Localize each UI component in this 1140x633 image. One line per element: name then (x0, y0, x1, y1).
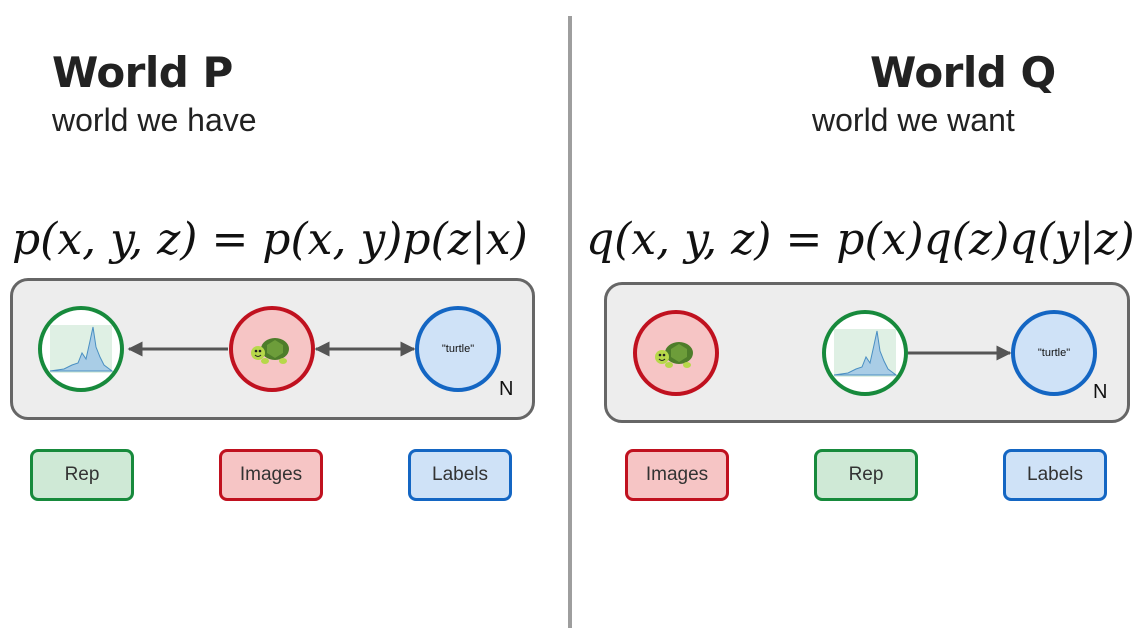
right-legend-labels: Labels (1003, 449, 1107, 501)
turtle-icon (655, 342, 693, 368)
histogram-icon (833, 329, 898, 377)
turtle-icon (251, 338, 289, 364)
right-labels-node-text: "turtle" (1037, 347, 1071, 359)
right-plate-label: N (1093, 381, 1108, 403)
left-legend-labels: Labels (408, 449, 512, 501)
left-equation: p(x, y, z) = p(x, y)p(z|x) (12, 214, 528, 265)
left-labels-node: "turtle" (415, 306, 501, 392)
right-rep-node (822, 310, 908, 396)
panel-divider (568, 16, 572, 628)
left-images-node (229, 306, 315, 392)
right-title: World Q (870, 48, 1056, 97)
right-equation: q(x, y, z) = p(x)q(z)q(y|z) (586, 214, 1135, 265)
right-legend-rep: Rep (814, 449, 918, 501)
left-plate-label: N (499, 378, 514, 400)
left-subtitle: world we have (52, 102, 257, 138)
left-legend-rep: Rep (30, 449, 134, 501)
left-title: World P (52, 48, 233, 97)
right-legend-images: Images (625, 449, 729, 501)
left-legend-images: Images (219, 449, 323, 501)
histogram-icon (49, 325, 114, 373)
right-subtitle: world we want (812, 102, 1015, 138)
right-labels-node: "turtle" (1011, 310, 1097, 396)
left-labels-node-text: "turtle" (441, 343, 475, 355)
left-rep-node (38, 306, 124, 392)
right-images-node (633, 310, 719, 396)
